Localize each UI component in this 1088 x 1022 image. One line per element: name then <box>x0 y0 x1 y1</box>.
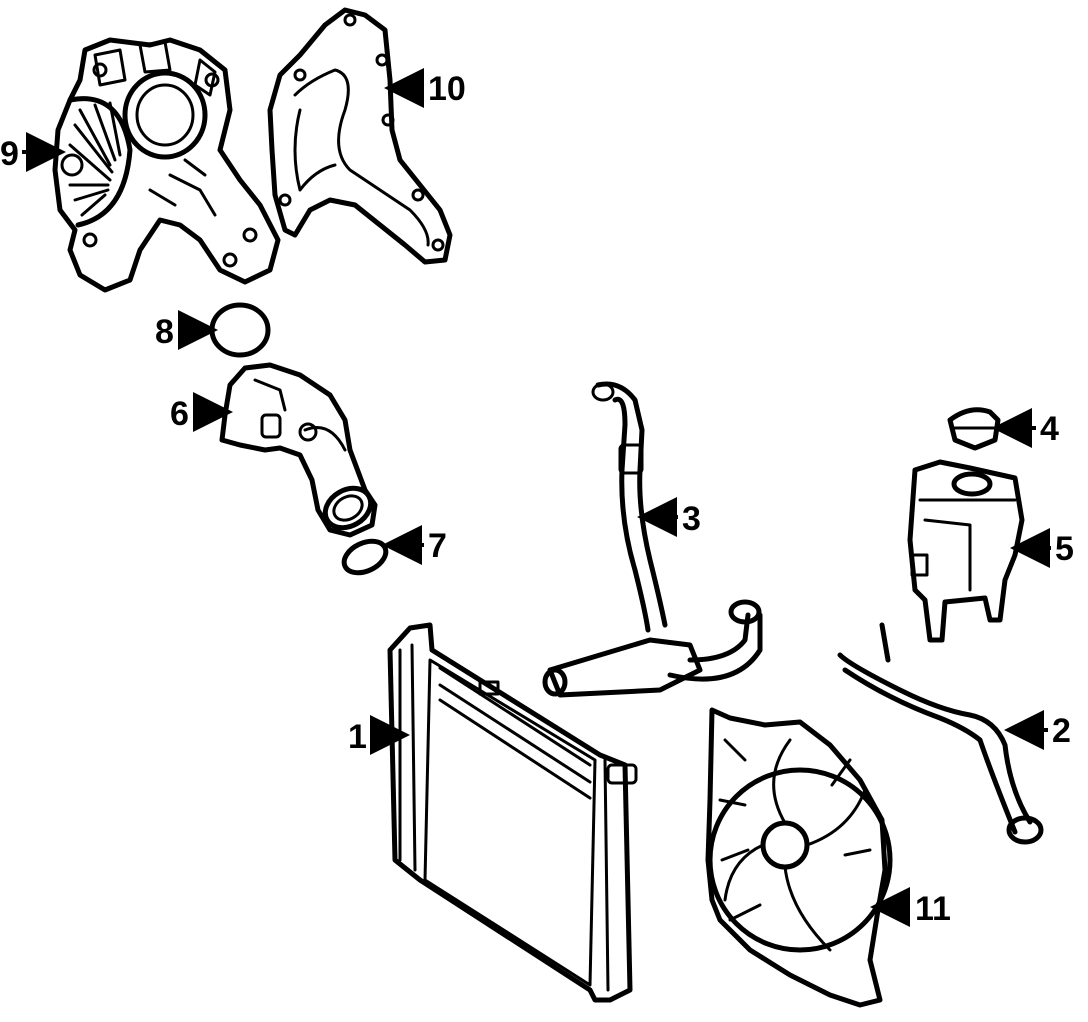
radiator-illustration <box>387 622 638 1003</box>
callout-7: 7 <box>382 525 447 565</box>
callout-4: 4 <box>992 408 1059 448</box>
callout-label: 10 <box>428 70 466 108</box>
callout-5: 5 <box>1010 528 1074 568</box>
water-pump-gasket-illustration <box>267 7 453 265</box>
callout-8: 8 <box>155 310 218 351</box>
callout-11: 11 <box>870 887 951 928</box>
gasket-ring-illustration <box>209 302 271 358</box>
callout-label: 9 <box>0 135 19 173</box>
callout-label: 5 <box>1055 530 1074 568</box>
callout-9: 9 <box>0 132 66 173</box>
callout-label: 11 <box>915 890 951 928</box>
callout-label: 3 <box>682 500 701 538</box>
callout-label: 2 <box>1052 712 1071 750</box>
callout-label: 8 <box>155 313 174 351</box>
upper-hose-illustration <box>542 381 763 698</box>
callout-10: 10 <box>384 68 466 108</box>
o-ring-illustration <box>341 538 389 576</box>
callout-label: 1 <box>348 718 367 756</box>
callout-2: 2 <box>1004 710 1071 750</box>
callout-label: 6 <box>170 395 189 433</box>
callout-3: 3 <box>637 497 701 538</box>
thermostat-housing-illustration <box>219 362 378 538</box>
fan-assembly-illustration <box>705 707 893 1008</box>
callout-6: 6 <box>170 392 233 433</box>
coolant-reservoir-illustration <box>907 459 1025 643</box>
water-pump-illustration <box>52 37 281 293</box>
callout-label: 7 <box>428 527 447 565</box>
callout-label: 4 <box>1040 410 1059 448</box>
callout-1: 1 <box>348 715 410 756</box>
hose-illustration <box>837 622 1044 845</box>
reservoir-cap-illustration <box>947 407 1001 451</box>
